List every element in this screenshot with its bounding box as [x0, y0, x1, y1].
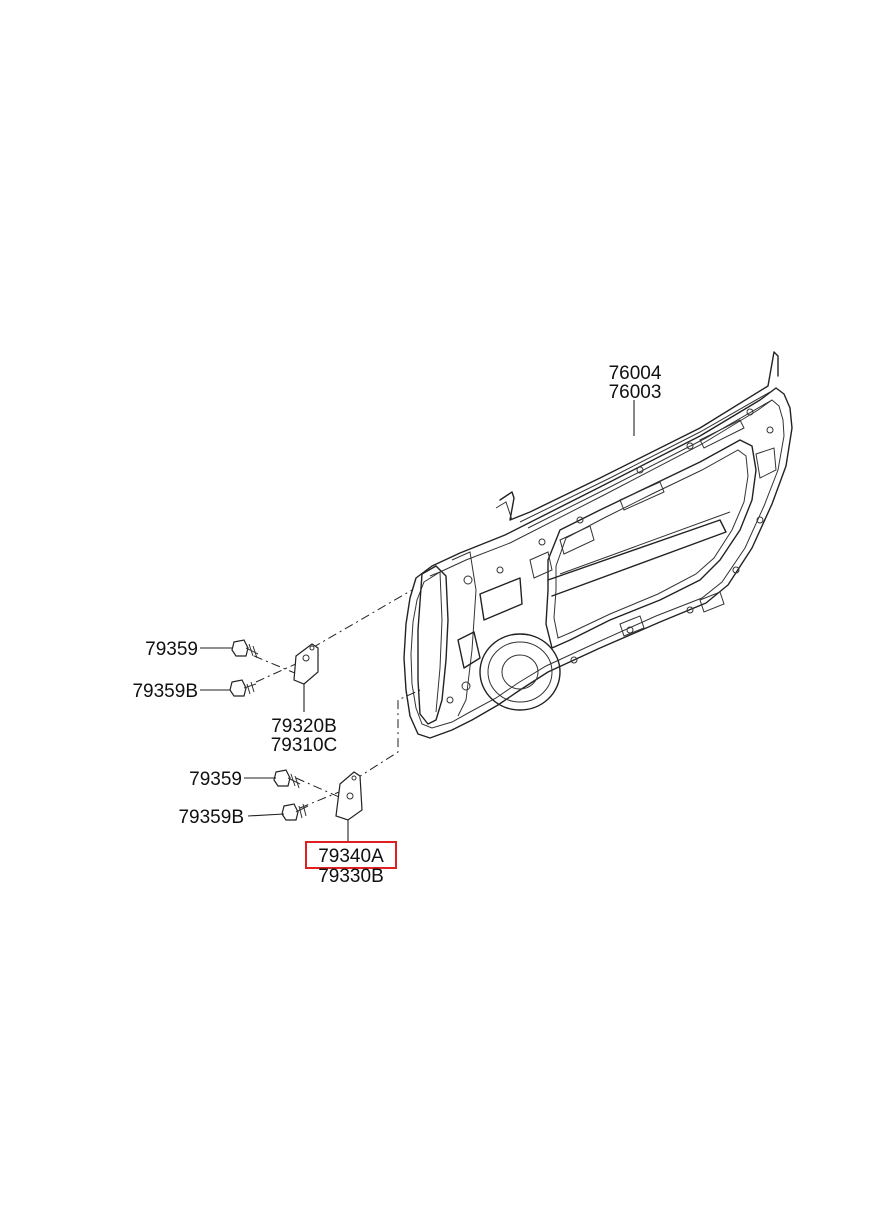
label-upper-hinge-b: 79310C — [271, 735, 338, 756]
label-lower-bolt-b: 79359B — [178, 807, 244, 828]
lower-hinge-bracket — [335, 771, 363, 821]
upper-hinge-group — [200, 589, 413, 712]
label-upper-bolt: 79359 — [145, 639, 198, 660]
label-lower-bolt: 79359 — [189, 769, 242, 790]
label-lower-hinge-b: 79330B — [318, 866, 384, 887]
upper-bolt-b — [229, 679, 257, 697]
lower-bolt-b — [281, 803, 309, 821]
upper-hinge-bracket — [293, 643, 319, 685]
highlight-box — [305, 841, 397, 869]
label-panel-b: 76003 — [609, 382, 662, 403]
lower-bolt — [273, 769, 301, 789]
label-panel-a: 76004 — [609, 363, 662, 384]
door-panel — [403, 351, 793, 739]
upper-bolt — [231, 639, 259, 659]
lower-hinge-group — [244, 689, 421, 842]
label-upper-hinge-a: 79320B — [271, 716, 337, 737]
label-upper-bolt-b: 79359B — [132, 681, 198, 702]
label-lower-hinge-a[interactable]: 79340A — [318, 846, 384, 867]
